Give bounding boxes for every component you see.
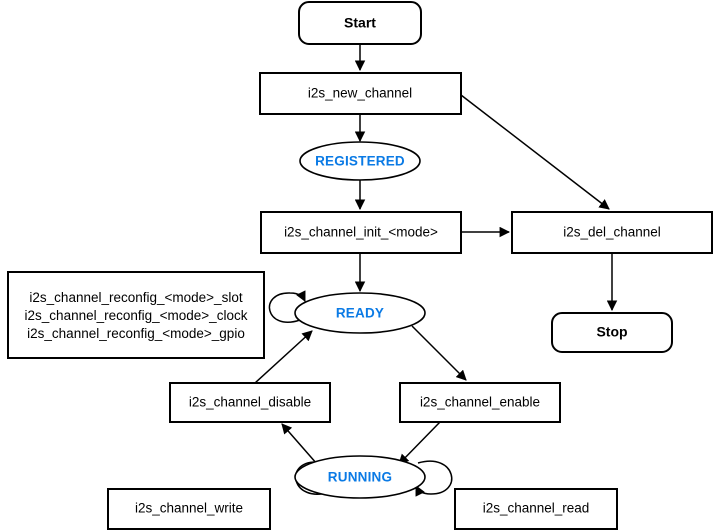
node-start[interactable]: Start bbox=[298, 1, 422, 45]
edge-ready-to-channel-enable bbox=[411, 325, 467, 381]
node-i2s-del-channel[interactable]: i2s_del_channel bbox=[511, 211, 713, 254]
self-loop-ready-reconfig bbox=[268, 290, 306, 323]
registered-label: REGISTERED bbox=[315, 154, 405, 169]
channel-read-label: i2s_channel_read bbox=[483, 501, 590, 516]
channel-reconfig-line-slot: i2s_channel_reconfig_<mode>_slot bbox=[29, 290, 242, 305]
running-shape bbox=[294, 455, 426, 499]
channel-reconfig-line-clock: i2s_channel_reconfig_<mode>_clock bbox=[25, 308, 248, 323]
start-shape bbox=[298, 1, 422, 45]
channel-enable-shape bbox=[399, 382, 561, 423]
edge-channel-disable-to-ready bbox=[254, 330, 313, 384]
edge-channel-enable-to-running bbox=[398, 421, 441, 465]
channel-write-shape bbox=[107, 488, 271, 530]
node-i2s-channel-reconfig[interactable]: i2s_channel_reconfig_<mode>_slot i2s_cha… bbox=[7, 271, 265, 359]
node-i2s-channel-init[interactable]: i2s_channel_init_<mode> bbox=[260, 211, 462, 254]
channel-enable-label: i2s_channel_enable bbox=[420, 395, 540, 410]
node-state-registered[interactable]: REGISTERED bbox=[299, 141, 421, 181]
node-state-ready[interactable]: READY bbox=[294, 292, 426, 334]
node-i2s-channel-read[interactable]: i2s_channel_read bbox=[454, 488, 618, 530]
stop-shape bbox=[551, 312, 673, 353]
new-channel-shape bbox=[259, 72, 462, 115]
channel-reconfig-shape bbox=[7, 271, 265, 359]
channel-init-label: i2s_channel_init_<mode> bbox=[284, 225, 438, 240]
stop-label: Stop bbox=[596, 324, 627, 340]
channel-init-shape bbox=[260, 211, 462, 254]
node-i2s-channel-disable[interactable]: i2s_channel_disable bbox=[169, 382, 331, 423]
edge-running-to-channel-disable bbox=[281, 423, 318, 465]
channel-reconfig-line-gpio: i2s_channel_reconfig_<mode>_gpio bbox=[27, 326, 245, 341]
channel-disable-shape bbox=[169, 382, 331, 423]
node-i2s-channel-write[interactable]: i2s_channel_write bbox=[107, 488, 271, 530]
channel-read-shape bbox=[454, 488, 618, 530]
node-stop[interactable]: Stop bbox=[551, 312, 673, 353]
running-label: RUNNING bbox=[328, 470, 392, 485]
node-state-running[interactable]: RUNNING bbox=[294, 455, 426, 499]
start-label: Start bbox=[344, 15, 376, 31]
new-channel-label: i2s_new_channel bbox=[308, 86, 412, 101]
ready-label: READY bbox=[336, 306, 384, 321]
self-loop-running-read bbox=[415, 460, 453, 497]
node-i2s-channel-enable[interactable]: i2s_channel_enable bbox=[399, 382, 561, 423]
channel-write-label: i2s_channel_write bbox=[135, 501, 243, 516]
registered-shape bbox=[299, 141, 421, 181]
channel-disable-label: i2s_channel_disable bbox=[189, 395, 311, 410]
del-channel-label: i2s_del_channel bbox=[563, 225, 661, 240]
node-i2s-new-channel[interactable]: i2s_new_channel bbox=[259, 72, 462, 115]
del-channel-shape bbox=[511, 211, 713, 254]
edge-new-channel-to-del-channel bbox=[460, 94, 610, 210]
ready-shape bbox=[294, 292, 426, 334]
